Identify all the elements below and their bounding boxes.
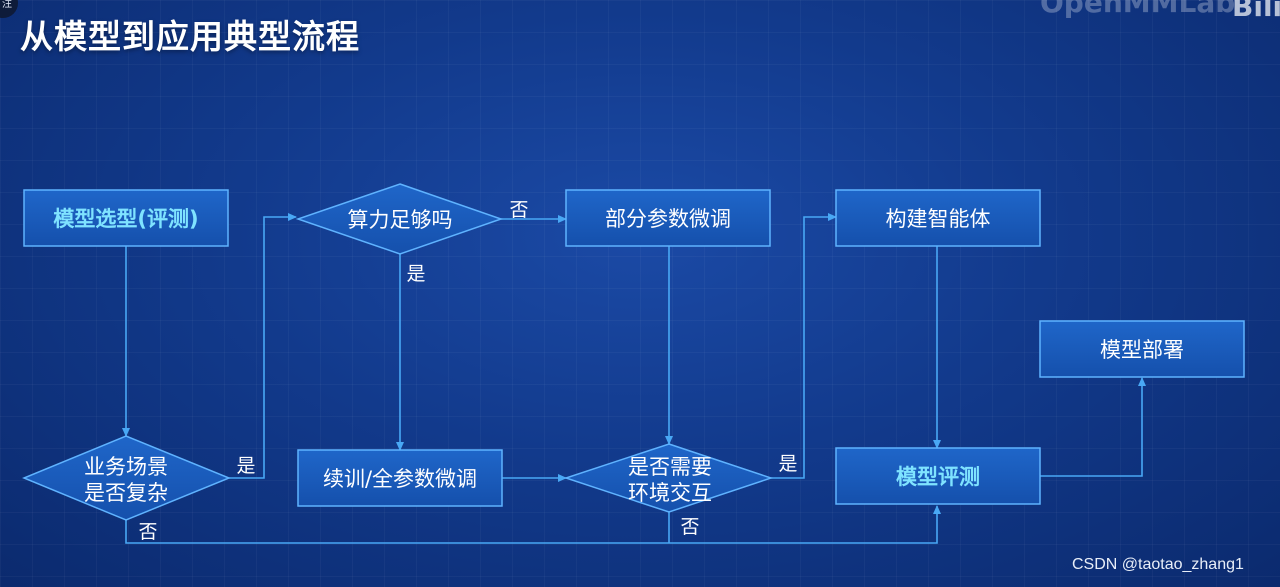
brand-logo: OpenMMLab (1040, 0, 1236, 19)
edge-label-compute-yes: 是 (406, 263, 425, 285)
node-full-finetune-label: 续训/全参数微调 (323, 467, 477, 491)
node-build-agent-label: 构建智能体 (886, 207, 991, 231)
edge-label-compute-no: 否 (509, 199, 528, 221)
edge-label-complex-no: 否 (138, 521, 157, 543)
edge-label-env-yes: 是 (778, 453, 797, 475)
node-full-finetune-box (297, 449, 503, 507)
node-complex-diamond (22, 435, 231, 521)
edge-eval-to-deploy (1040, 377, 1146, 477)
node-compute-diamond (295, 183, 504, 255)
edge-label-env-no: 否 (680, 516, 699, 538)
node-build-agent-box (835, 189, 1041, 247)
csdn-watermark: CSDN @taotao_zhang1 (1072, 556, 1244, 573)
slide-title: 从模型到应用典型流程 (20, 17, 360, 56)
corner-chip: 注 (0, 0, 18, 18)
bilibili-logo: Bili (1232, 0, 1280, 23)
edge-complex-yes-to-compute (229, 213, 297, 479)
node-partial-finetune-box (565, 189, 771, 247)
node-model-deploy-box (1039, 320, 1245, 378)
edge-complex-no-to-eval (125, 505, 941, 544)
node-env-label-line1: 是否需要 (628, 455, 712, 479)
node-model-select-label: 模型选型(评测) (53, 207, 198, 231)
edge-env-yes-to-agent (771, 213, 837, 479)
edge-label-complex-yes: 是 (236, 455, 255, 477)
node-model-eval-label: 模型评测 (896, 465, 980, 489)
node-env-label-line2: 环境交互 (628, 481, 712, 505)
node-model-select-box (23, 189, 229, 247)
node-env-diamond (563, 443, 774, 513)
node-model-eval-box (835, 447, 1041, 505)
node-model-deploy-label: 模型部署 (1100, 338, 1184, 362)
node-complex-label-line2: 是否复杂 (84, 481, 168, 505)
node-partial-finetune-label: 部分参数微调 (605, 207, 731, 231)
node-compute-label: 算力足够吗 (348, 208, 453, 232)
node-complex-label-line1: 业务场景 (84, 455, 168, 479)
